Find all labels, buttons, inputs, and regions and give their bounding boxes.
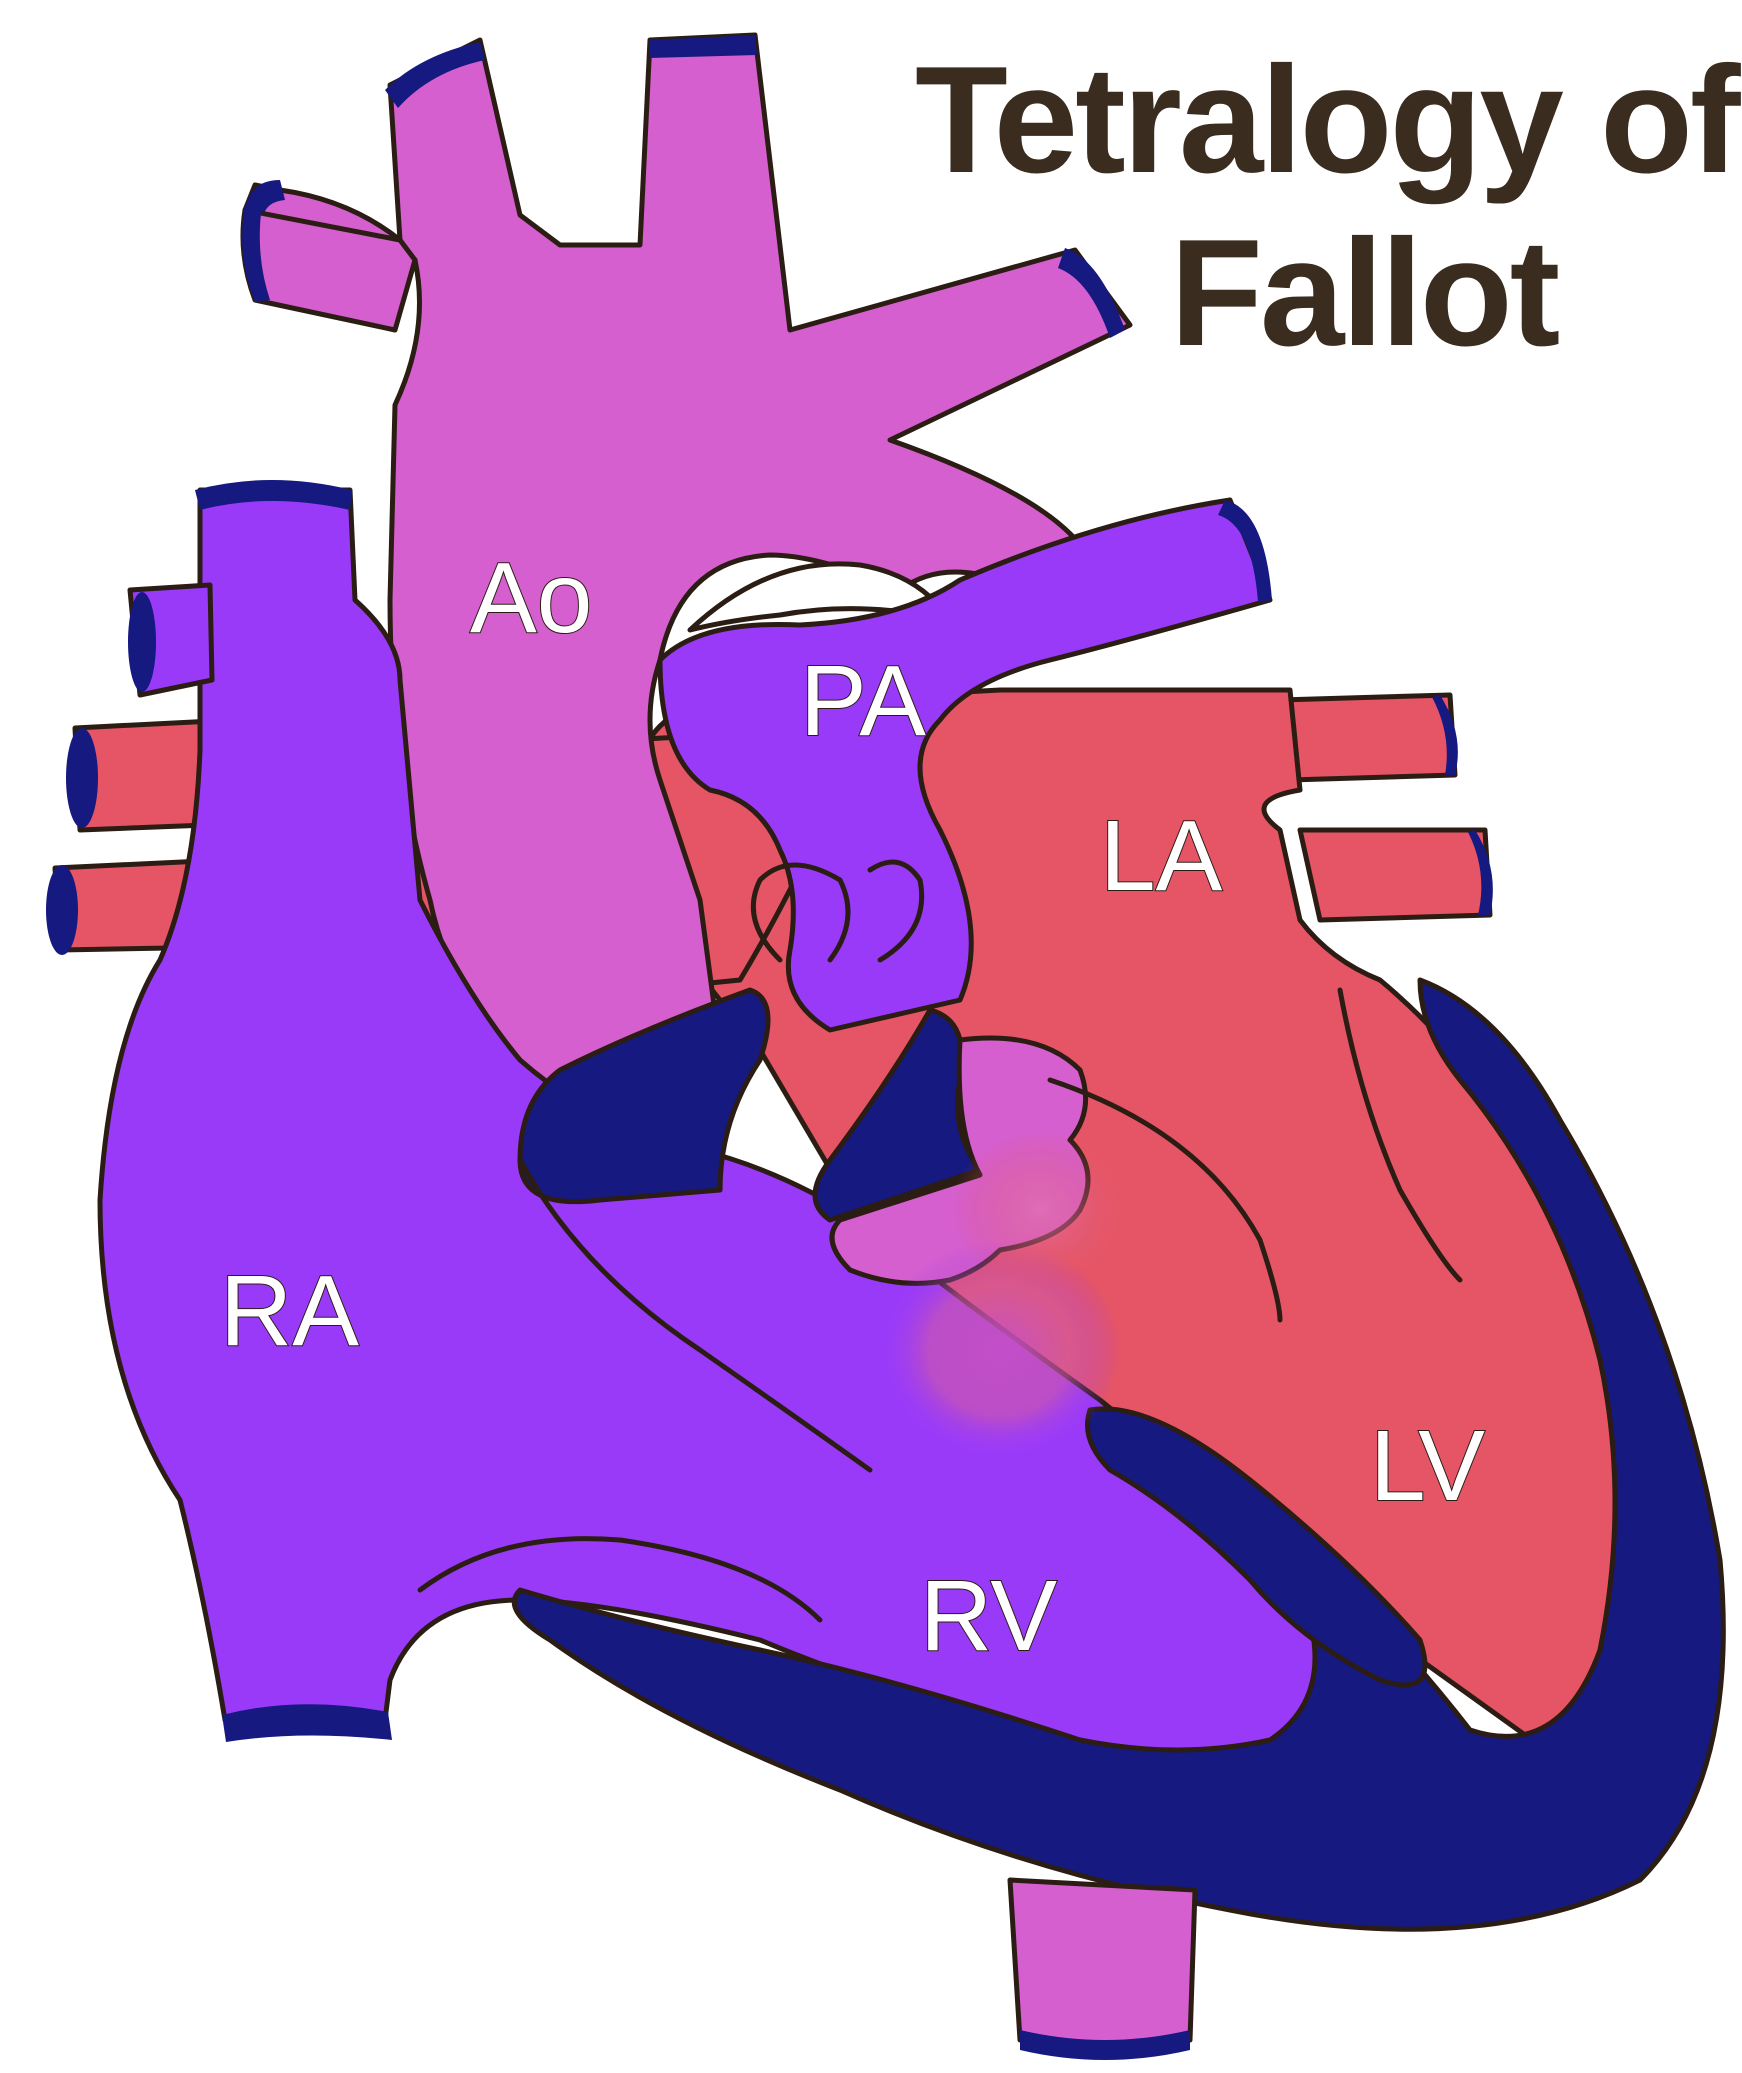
pulmonary-vein-lower-left-cap (46, 865, 78, 955)
label-right-atrium: RA (220, 1255, 359, 1367)
label-right-ventricle: RV (920, 1560, 1057, 1672)
title-line-2: Fallot (1170, 208, 1559, 378)
inferior-vena-cava-cap (222, 1704, 392, 1742)
pulmonary-vein-upper-right (1280, 695, 1455, 780)
azygos-vein-cap (128, 592, 156, 692)
pulmonary-veins-right (1280, 695, 1493, 920)
label-pulmonary-artery: PA (800, 645, 926, 757)
label-left-atrium: LA (1100, 800, 1223, 912)
label-aorta: Ao (470, 542, 592, 654)
pulmonary-vein-lower-right (1300, 830, 1490, 920)
title-line-1: Tetralogy of (915, 35, 1741, 205)
pulmonary-vein-upper-left-cap (66, 728, 98, 828)
aortic-branch-left (243, 210, 415, 330)
descending-aorta (1010, 1880, 1195, 2050)
label-left-ventricle: LV (1370, 1410, 1485, 1522)
ventricular-septal-defect-blend-upper (950, 1130, 1130, 1290)
